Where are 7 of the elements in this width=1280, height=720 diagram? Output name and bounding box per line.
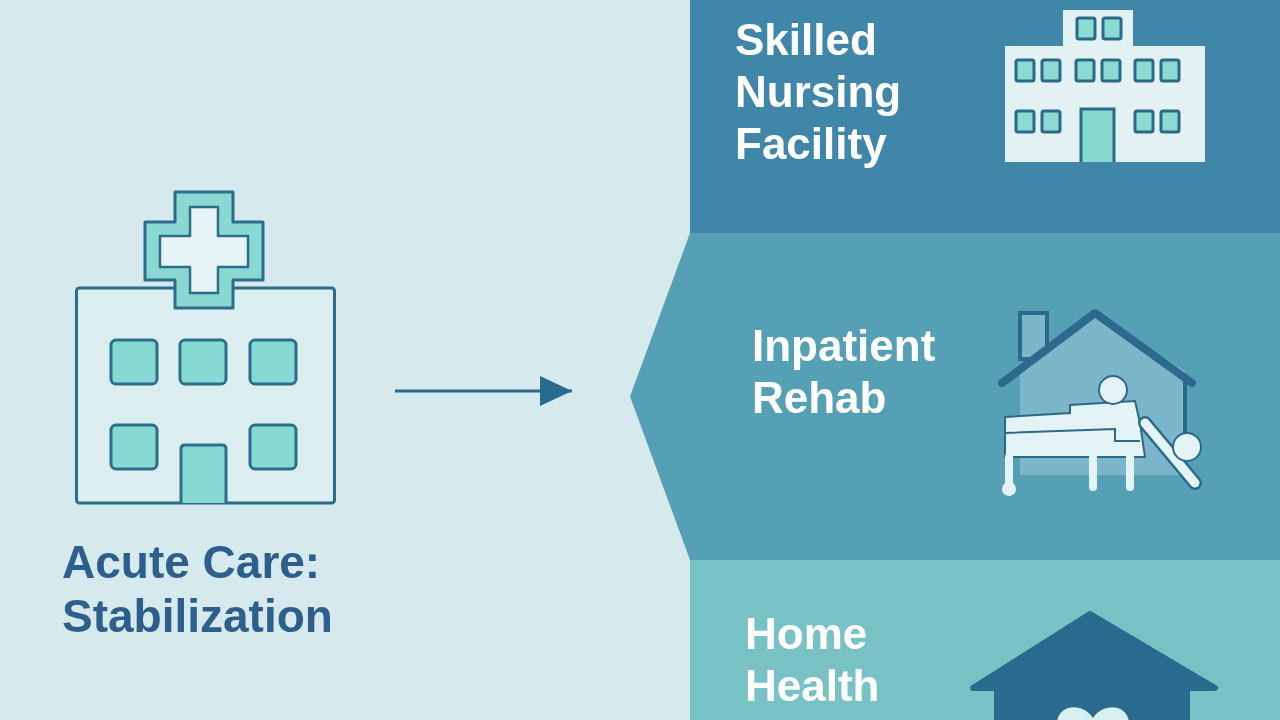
setting-label: Home Health bbox=[745, 608, 881, 712]
arrow bbox=[395, 376, 572, 406]
setting-label: Skilled Nursing Facility bbox=[735, 14, 903, 170]
care-setting-panel bbox=[690, 560, 1280, 720]
setting-label: Acute Care: Stabilization bbox=[62, 535, 334, 643]
care-setting-panel bbox=[690, 0, 1280, 233]
setting-label: Inpatient Rehab bbox=[752, 320, 937, 424]
